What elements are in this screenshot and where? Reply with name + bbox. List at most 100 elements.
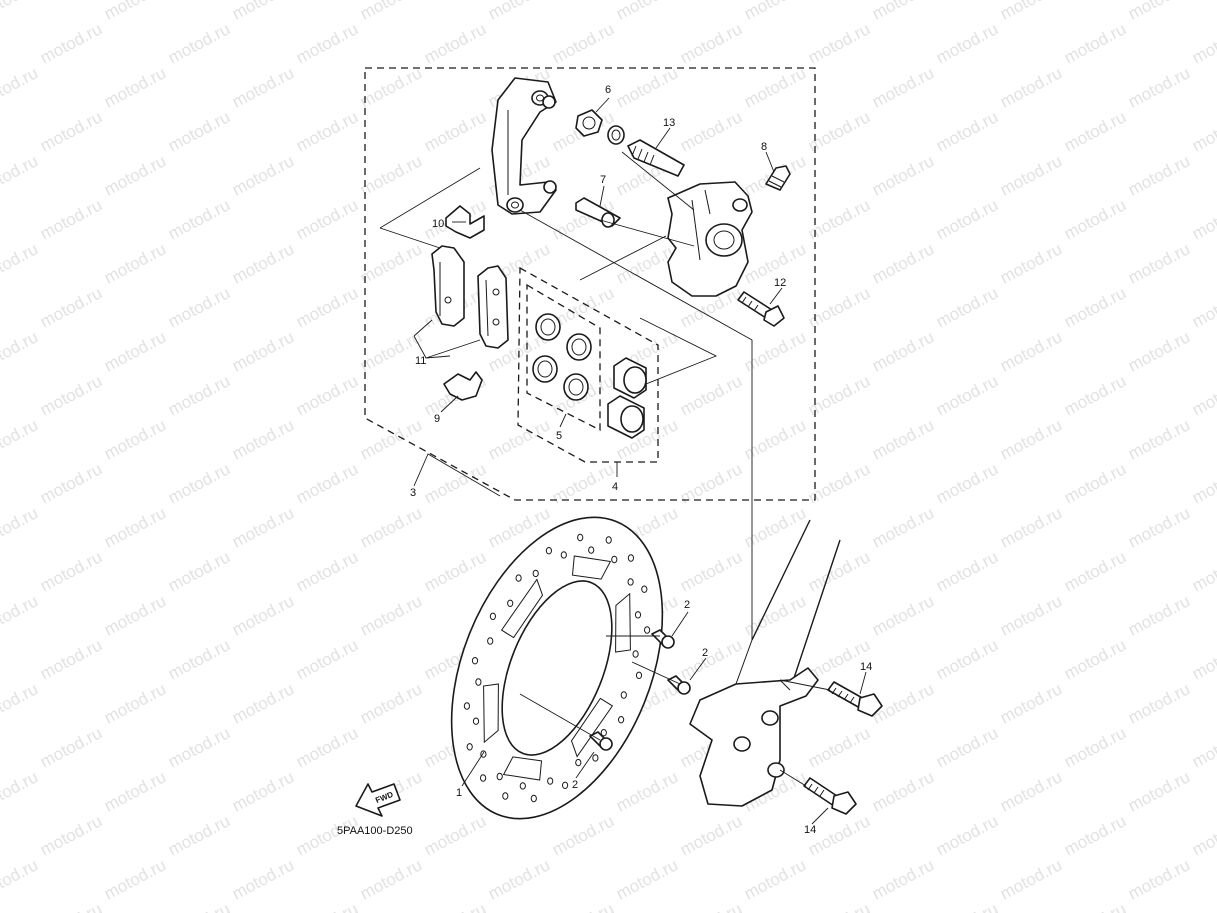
watermark-text: motod.ru [549,19,617,67]
callout-14a: 14 [860,661,872,673]
watermark-text: motod.ru [293,107,361,155]
watermark-text: motod.ru [997,591,1065,639]
watermark-text: motod.ru [1125,855,1193,903]
callout-9: 9 [434,413,440,425]
disc-vent-hole [627,578,634,586]
disc-vent-hole [487,637,494,645]
watermark-text: motod.ru [1189,195,1217,243]
callout-12: 12 [774,277,786,289]
disc-vent-hole [632,650,639,658]
callout-2b: 2 [702,647,708,659]
watermark-text: motod.ru [37,547,105,595]
watermark-text: motod.ru [37,19,105,67]
disc-vent-hole [502,792,509,800]
watermark-text: motod.ru [485,0,553,24]
watermark-text: motod.ru [421,899,489,913]
watermark-text: motod.ru [613,63,681,111]
disc-spoke-slot [570,697,614,758]
watermark-text: motod.ru [101,767,169,815]
watermark-text: motod.ru [357,63,425,111]
disc-vent-hole [620,691,627,699]
watermark-text: motod.ru [1061,811,1129,859]
pin-part-13 [627,139,685,177]
watermark-text: motod.ru [101,0,169,24]
watermark-text: motod.ru [101,591,169,639]
watermark-text: motod.ru [1125,415,1193,463]
watermark-text: motod.ru [1061,723,1129,771]
watermark-text: motod.ru [1061,107,1129,155]
disc-vent-hole [532,569,539,578]
watermark-text: motod.ru [165,635,233,683]
watermark-text: motod.ru [357,503,425,551]
watermark-text: motod.ru [1061,635,1129,683]
watermark-text: motod.ru [101,855,169,903]
watermark-text: motod.ru [613,767,681,815]
watermark-text: motod.ru [1125,679,1193,727]
callout-2c: 2 [572,779,578,791]
watermark-text: motod.ru [37,811,105,859]
disc-vent-hole [480,774,487,782]
watermark-text: motod.ru [229,327,297,375]
watermark-text: motod.ru [0,855,41,903]
disc-vent-hole [562,781,569,789]
watermark-text: motod.ru [37,459,105,507]
watermark-text: motod.ru [485,415,553,463]
watermark-text: motod.ru [997,767,1065,815]
watermark-text: motod.ru [293,371,361,419]
watermark-text: motod.ru [357,855,425,903]
disc-spoke-slots [483,555,631,781]
watermark-text: motod.ru [997,63,1065,111]
watermark-text: motod.ru [677,371,745,419]
watermark-text: motod.ru [869,239,937,287]
watermark-text: motod.ru [933,899,1001,913]
piston-seals-part-5 [532,313,592,401]
watermark-text: motod.ru [997,0,1065,24]
callout-3: 3 [410,487,416,499]
watermark-text: motod.ru [1189,635,1217,683]
watermark-text: motod.ru [37,723,105,771]
disc-vent-hole [627,554,635,562]
watermark-text: motod.ru [0,679,41,727]
watermark-text: motod.ru [997,503,1065,551]
watermark-text: motod.ru [0,0,41,24]
watermark-text: motod.ru [741,591,809,639]
disc-vent-hole [634,611,642,619]
watermark-text: motod.ru [165,283,233,331]
watermark-text: motod.ru [0,415,41,463]
disc-vent-hole [600,729,607,737]
watermark-text: motod.ru [805,723,873,771]
watermark-text: motod.ru [357,327,425,375]
watermark-text: motod.ru [869,591,937,639]
callout-13: 13 [663,117,675,129]
watermark-text: motod.ru [869,0,937,24]
watermark-text: motod.ru [805,547,873,595]
callout-leaders [413,97,867,825]
watermark-text: motod.ru [1061,195,1129,243]
watermark-text: motod.ru [165,19,233,67]
disc-vent-hole [472,717,480,725]
disc-vent-hole [635,671,643,679]
caliper-assembly-outline [364,67,816,501]
watermark-text: motod.ru [549,899,617,913]
watermark-text: motod.ru [229,591,297,639]
caliper-body [667,181,753,297]
disc-vent-hole [463,702,470,710]
watermark-text: motod.ru [1189,547,1217,595]
watermark-text: motod.ru [1189,283,1217,331]
watermark-text: motod.ru [997,415,1065,463]
watermark-text: motod.ru [1125,591,1193,639]
watermark-text: motod.ru [165,723,233,771]
watermark-text: motod.ru [677,19,745,67]
watermark-text: motod.ru [741,327,809,375]
watermark-text: motod.ru [1125,63,1193,111]
callout-7: 7 [600,174,606,186]
watermark-text: motod.ru [0,239,41,287]
disc-vent-hole [588,546,595,554]
watermark-text: motod.ru [933,811,1001,859]
watermark-text: motod.ru [229,855,297,903]
watermark-text: motod.ru [869,503,937,551]
watermark-text: motod.ru [1125,767,1193,815]
disc-vent-hole [611,555,618,564]
watermark-text: motod.ru [869,151,937,199]
watermark-text: motod.ru [229,63,297,111]
